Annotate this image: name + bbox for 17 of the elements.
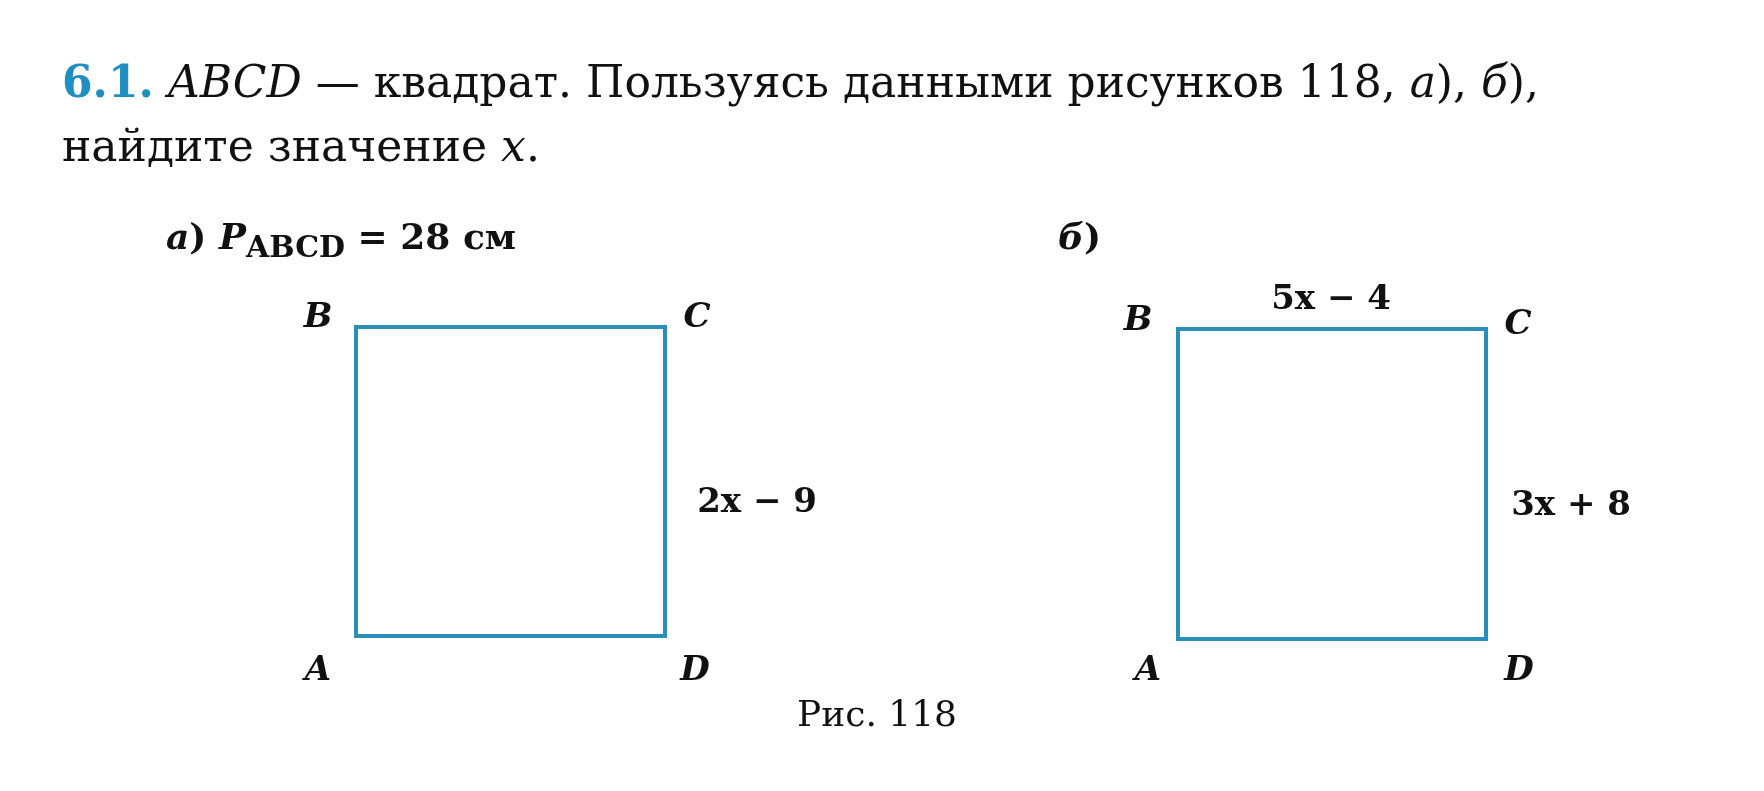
- vertex-label: A: [1134, 648, 1162, 688]
- figure-caption: Рис. 118: [797, 693, 957, 734]
- square: [354, 325, 667, 638]
- vertex-label: D: [680, 648, 710, 688]
- vertex-label: C: [1504, 302, 1532, 342]
- side-length-label: 5x − 4: [1271, 277, 1391, 317]
- vertex-label: D: [1504, 648, 1534, 688]
- subfigure-label: а) P$_{ABCD}$ = 28 см: [166, 215, 517, 265]
- vertex-label: A: [304, 648, 332, 688]
- vertex-label: B: [303, 295, 333, 335]
- square: [1176, 327, 1488, 641]
- side-length-label: 3x + 8: [1511, 483, 1631, 523]
- problem-text: 6.1. ABCD — квадрат. Пользуясь данными рисунков 118, а), б), найдите значение x.: [62, 55, 1540, 173]
- subfigure-label: б): [1058, 215, 1102, 257]
- vertex-label: B: [1123, 298, 1153, 338]
- side-length-label: 2x − 9: [697, 480, 817, 520]
- vertex-label: C: [683, 295, 711, 335]
